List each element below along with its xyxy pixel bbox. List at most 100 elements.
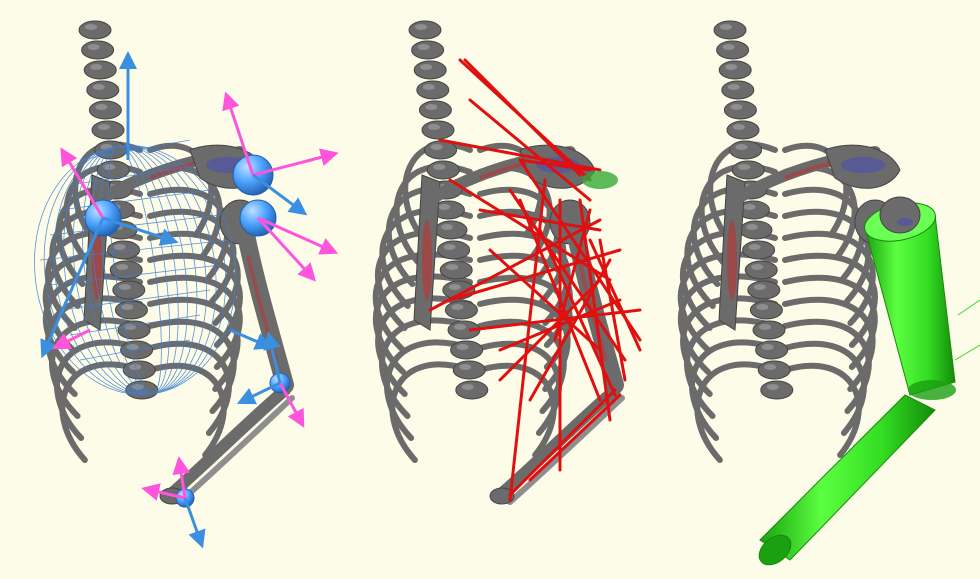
vertebra-highlight [438,204,450,210]
vertebra [717,41,749,59]
vertebra [714,21,746,39]
vertebra [732,161,764,179]
vertebra-highlight [759,324,771,330]
vertebra-highlight [441,224,453,230]
frame-axis-arrow-blue [185,498,200,540]
vertebra-highlight [127,344,139,350]
vertebra-highlight [444,244,456,250]
vertebra-highlight [725,64,737,70]
vertebra [753,321,785,339]
vertebra [409,21,441,39]
vertebra-highlight [433,164,445,170]
vertebra-highlight [98,124,110,130]
vertebra [438,241,470,259]
vertebra-highlight [446,264,458,270]
vertebra [417,81,449,99]
humeral-head-visible [880,197,920,233]
edge-wire [958,300,980,315]
vertebra [724,101,756,119]
vertebra-highlight [121,304,133,310]
vertebra [727,121,759,139]
vertebra [79,21,111,39]
vertebra [722,81,754,99]
vertebra [761,381,793,399]
vertebra [758,361,790,379]
vertebra-highlight [733,124,745,130]
humeral-head-attachment [897,218,913,226]
vertebra-highlight [743,204,755,210]
vertebra [453,361,485,379]
vertebra [756,341,788,359]
vertebra-highlight [116,264,128,270]
vertebra [745,261,777,279]
vertebra [456,381,488,399]
vertebra-highlight [462,384,474,390]
vertebra [445,301,477,319]
vertebra-highlight [738,164,750,170]
frame-axis-arrow-pink [258,218,330,250]
vertebra-highlight [415,24,427,30]
sternum-attachment [727,220,737,300]
panel-joints-frames [19,21,330,540]
vertebra-highlight [746,224,758,230]
vertebra-highlight [449,284,461,290]
vertebra-highlight [454,324,466,330]
vertebra [414,61,446,79]
vertebra-highlight [459,364,471,370]
vertebra [412,41,444,59]
vertebra-highlight [428,124,440,130]
vertebra [92,121,124,139]
muscle-line [510,390,615,495]
vertebra-highlight [457,344,469,350]
vertebra [740,221,772,239]
vertebra-highlight [420,64,432,70]
vertebra-highlight [418,44,430,50]
vertebra-highlight [762,344,774,350]
vertebra [730,141,762,159]
edge-wire [955,345,980,360]
ulna [180,398,292,502]
vertebra [440,261,472,279]
vertebra-highlight [85,24,97,30]
vertebra-highlight [754,284,766,290]
vertebra [750,301,782,319]
vertebra-highlight [751,264,763,270]
vertebra [89,101,121,119]
vertebra-highlight [767,384,779,390]
skeleton [681,21,900,460]
forearm-cylinder [760,395,935,560]
vertebra-highlight [119,284,131,290]
vertebra-highlight [423,84,435,90]
sternum-attachment [422,220,432,300]
vertebra-highlight [723,44,735,50]
vertebra-highlight [749,244,761,250]
scapula-attachment [841,157,885,173]
acromion-highlight [582,171,618,189]
vertebra [422,121,454,139]
vertebra [435,221,467,239]
vertebra-highlight [730,104,742,110]
humerus [245,230,285,385]
vertebra [748,281,780,299]
vertebra-highlight [736,144,748,150]
vertebra [427,161,459,179]
vertebra-highlight [720,24,732,30]
ulna [510,398,622,502]
upper-arm-cylinder [865,215,955,395]
panel-muscle-lines [376,21,640,504]
vertebra [87,81,119,99]
vertebra [451,341,483,359]
vertebra [419,101,451,119]
vertebra-highlight [764,364,776,370]
vertebra [719,61,751,79]
vertebra-highlight [95,104,107,110]
vertebra-highlight [451,304,463,310]
upper-arm-cylinder-base [908,380,956,400]
panel-segment-cylinders [681,21,980,571]
vertebra-highlight [425,104,437,110]
vertebra-highlight [114,244,126,250]
vertebra-highlight [431,144,443,150]
vertebra [743,241,775,259]
